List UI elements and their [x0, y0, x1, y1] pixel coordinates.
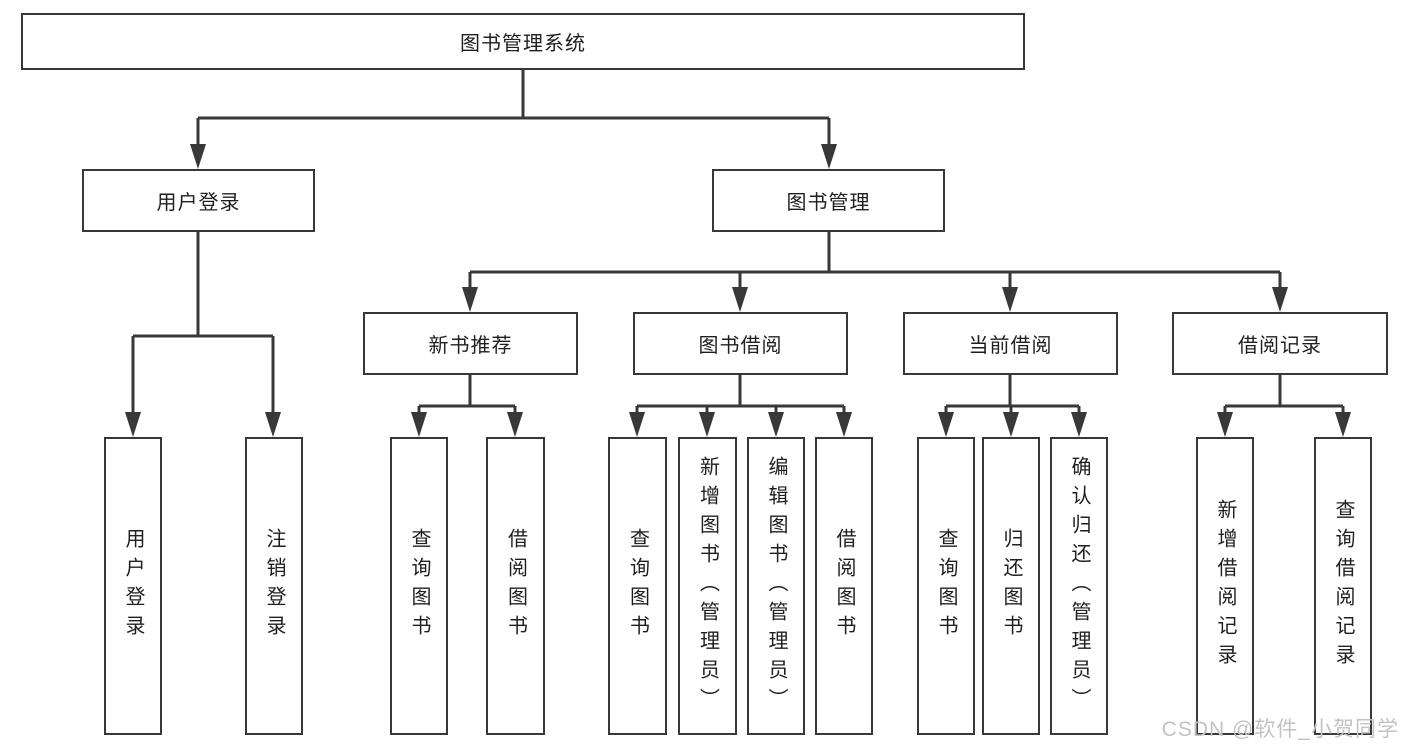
node-leaf-query-borrow-record: 查询借阅记录 — [1314, 437, 1372, 735]
node-root-system-label: 图书管理系统 — [460, 33, 586, 55]
node-branch-book-management: 图书管理 — [712, 169, 945, 232]
arrowheads — [125, 144, 1351, 437]
node-leaf-borrow-book-borrow: 借阅图书 — [815, 437, 873, 735]
connector-strokes — [131, 70, 1345, 414]
node-leaf-query-book-borrow-label: 查询图书 — [626, 528, 649, 644]
node-branch-book-management-label: 图书管理 — [786, 192, 871, 214]
node-leaf-add-borrow-record-label: 新增借阅记录 — [1214, 499, 1236, 673]
node-leaf-query-borrow-record-label: 查询借阅记录 — [1332, 499, 1354, 673]
node-leaf-borrow-book-borrow-label: 借阅图书 — [833, 528, 855, 644]
node-sub-current-borrow-label: 当前借阅 — [968, 335, 1053, 357]
node-sub-book-borrow-label: 图书借阅 — [698, 335, 783, 357]
node-sub-book-borrow: 图书借阅 — [633, 312, 848, 375]
node-leaf-query-book-current-label: 查询图书 — [935, 528, 957, 644]
node-leaf-add-book-admin: 新增图书（管理员） — [678, 437, 737, 735]
node-leaf-logout: 注销登录 — [245, 437, 303, 735]
node-leaf-add-book-admin-label: 新增图书（管理员） — [696, 455, 719, 717]
node-leaf-return-book-label: 归还图书 — [1000, 528, 1022, 644]
node-branch-user-login-label: 用户登录 — [156, 192, 241, 214]
node-sub-new-book-recommend-label: 新书推荐 — [428, 335, 513, 357]
node-leaf-borrow-book-recommend: 借阅图书 — [486, 437, 545, 735]
node-leaf-edit-book-admin-label: 编辑图书（管理员） — [765, 455, 787, 717]
node-leaf-query-book-current: 查询图书 — [917, 437, 975, 735]
node-leaf-logout-label: 注销登录 — [263, 528, 285, 644]
node-leaf-confirm-return-admin-label: 确认归还（管理员） — [1068, 455, 1090, 717]
node-leaf-edit-book-admin: 编辑图书（管理员） — [747, 437, 805, 735]
node-sub-borrow-records: 借阅记录 — [1172, 312, 1388, 375]
node-leaf-query-book-recommend-label: 查询图书 — [408, 528, 430, 644]
node-sub-new-book-recommend: 新书推荐 — [363, 312, 578, 375]
node-leaf-return-book: 归还图书 — [982, 437, 1040, 735]
node-branch-user-login: 用户登录 — [82, 169, 315, 232]
node-leaf-user-login-label: 用户登录 — [122, 528, 144, 644]
node-sub-borrow-records-label: 借阅记录 — [1238, 335, 1322, 357]
node-leaf-user-login: 用户登录 — [104, 437, 162, 735]
node-leaf-borrow-book-recommend-label: 借阅图书 — [504, 528, 527, 644]
node-leaf-query-book-borrow: 查询图书 — [608, 437, 667, 735]
node-sub-current-borrow: 当前借阅 — [903, 312, 1118, 375]
node-root-system: 图书管理系统 — [21, 13, 1025, 70]
node-leaf-add-borrow-record: 新增借阅记录 — [1196, 437, 1254, 735]
node-leaf-query-book-recommend: 查询图书 — [390, 437, 448, 735]
node-leaf-confirm-return-admin: 确认归还（管理员） — [1050, 437, 1108, 735]
csdn-watermark: CSDN @软件_小贺同学 — [1161, 718, 1399, 741]
